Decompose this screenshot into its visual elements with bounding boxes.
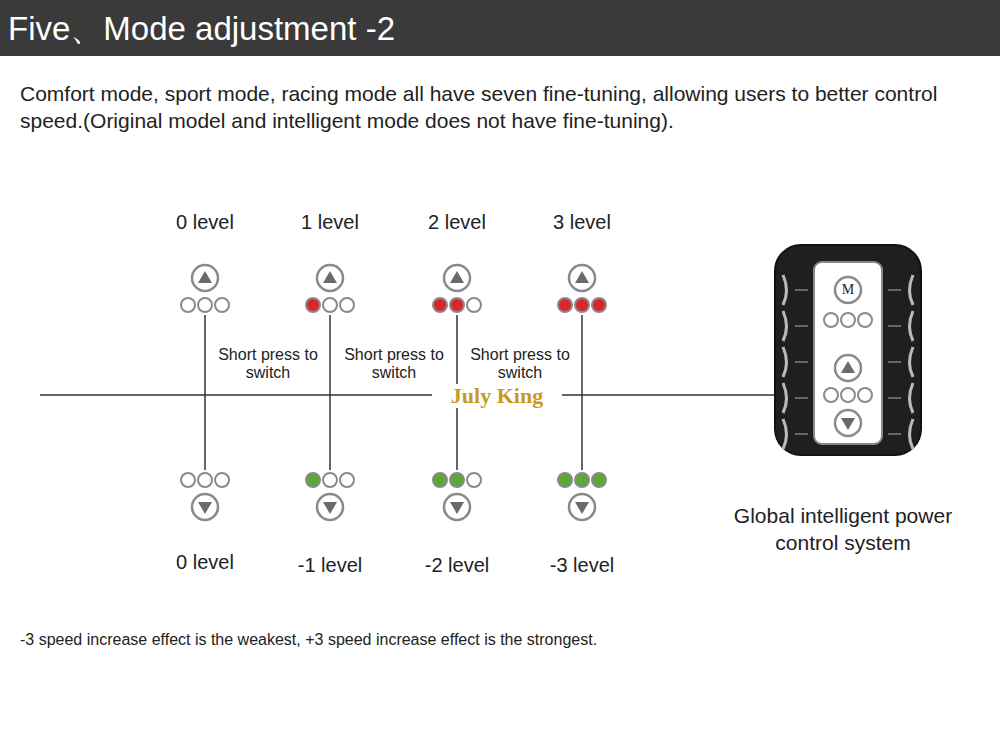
level-line <box>204 315 206 470</box>
switch-note: Short press to switch <box>468 345 572 383</box>
arrow-symbol <box>323 502 337 514</box>
indicator-dot <box>181 473 195 487</box>
arrow-symbol <box>198 502 212 514</box>
housing-fin <box>888 289 901 291</box>
indicator-dot <box>433 473 447 487</box>
indicator-dot <box>467 298 481 312</box>
button-letter: M <box>838 281 858 299</box>
indicator-dot <box>450 473 464 487</box>
indicator-dot <box>558 473 572 487</box>
indicator-dot <box>824 388 838 402</box>
indicator-dot <box>181 298 195 312</box>
arrow-symbol <box>323 271 337 283</box>
arrow-symbol <box>841 361 855 373</box>
housing-fin <box>888 433 901 435</box>
housing-fin <box>910 419 914 449</box>
button-circle <box>192 265 218 291</box>
indicator-dot <box>841 313 855 327</box>
indicator-dot <box>323 473 337 487</box>
switch-note: Short press to switch <box>342 345 446 383</box>
indicator-dot <box>433 298 447 312</box>
housing-fin <box>783 419 787 449</box>
indicator-dot <box>198 298 212 312</box>
indicator-dot <box>467 473 481 487</box>
housing-fin <box>783 383 787 413</box>
housing-fin <box>910 383 914 413</box>
indicator-dot <box>592 473 606 487</box>
indicator-dot <box>824 313 838 327</box>
housing-fin <box>795 325 808 327</box>
button-circle <box>444 265 470 291</box>
indicator-dot <box>323 298 337 312</box>
indicator-dot <box>858 388 872 402</box>
indicator-dot <box>306 473 320 487</box>
housing-fin <box>910 347 914 377</box>
button-circle <box>569 265 595 291</box>
housing-fin <box>783 311 787 341</box>
button-circle <box>835 355 861 381</box>
device-label: Global intelligent power control system <box>713 502 973 556</box>
arrow-symbol <box>450 502 464 514</box>
indicator-dot <box>592 298 606 312</box>
level-label: 0 level <box>160 550 250 574</box>
housing-fin <box>910 275 914 305</box>
level-label: -1 level <box>285 553 375 577</box>
housing-fin <box>888 361 901 363</box>
level-line <box>581 315 583 470</box>
title-text: Five、Mode adjustment -2 <box>8 9 395 49</box>
button-circle <box>835 410 861 436</box>
watermark: July King <box>432 384 562 408</box>
level-line <box>329 315 331 470</box>
device-drawing <box>713 240 973 470</box>
indicator-dot <box>450 298 464 312</box>
button-circle <box>444 494 470 520</box>
button-circle <box>317 265 343 291</box>
arrow-symbol <box>450 271 464 283</box>
indicator-dot <box>575 298 589 312</box>
indicator-dot <box>575 473 589 487</box>
level-label: 1 level <box>285 210 375 234</box>
arrow-symbol <box>575 271 589 283</box>
housing-fin <box>795 397 808 399</box>
level-label: -3 level <box>537 553 627 577</box>
housing-fin <box>795 361 808 363</box>
arrow-symbol <box>198 271 212 283</box>
button-circle <box>192 494 218 520</box>
footnote: -3 speed increase effect is the weakest,… <box>20 630 980 649</box>
switch-note: Short press to switch <box>216 345 320 383</box>
indicator-dot <box>198 473 212 487</box>
mode-button <box>835 277 861 303</box>
intro-paragraph: Comfort mode, sport mode, racing mode al… <box>20 80 995 134</box>
button-circle <box>317 494 343 520</box>
housing-fin <box>783 275 787 305</box>
indicator-dot <box>306 298 320 312</box>
controller-device: M Global intelligent power control system <box>713 240 973 565</box>
indicator-dot <box>340 473 354 487</box>
housing-fin <box>888 397 901 399</box>
button-circle <box>569 494 595 520</box>
level-label: -2 level <box>412 553 502 577</box>
housing-fin <box>910 311 914 341</box>
level-label: 0 level <box>160 210 250 234</box>
indicator-dot <box>858 313 872 327</box>
indicator-dot <box>340 298 354 312</box>
arrow-symbol <box>841 418 855 430</box>
device-housing <box>775 245 921 455</box>
level-label: 3 level <box>537 210 627 234</box>
level-label: 2 level <box>412 210 502 234</box>
housing-fin <box>783 347 787 377</box>
indicator-dot <box>215 473 229 487</box>
arrow-symbol <box>575 502 589 514</box>
indicator-dot <box>215 298 229 312</box>
housing-fin <box>888 325 901 327</box>
housing-fin <box>795 289 808 291</box>
indicator-dot <box>841 388 855 402</box>
indicator-dot <box>558 298 572 312</box>
device-panel <box>814 262 882 444</box>
housing-fin <box>795 433 808 435</box>
